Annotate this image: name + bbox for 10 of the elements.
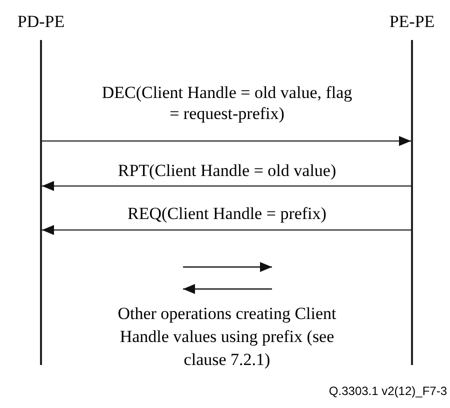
message-label: REQ(Client Handle = prefix)	[126, 203, 328, 224]
note-text: Other operations creating Client Handle values using prefix (see clause 7.2.1)	[116, 303, 338, 371]
message-label: DEC(Client Handle = old value, flag = request-prefix)	[100, 82, 354, 124]
message-arrow	[42, 136, 411, 146]
message-arrow	[42, 225, 411, 235]
participant-name: PD-PE	[17, 12, 65, 32]
message-label: RPT(Client Handle = old value)	[116, 160, 338, 181]
participant-name: PE-PE	[389, 12, 435, 32]
message-arrow	[42, 181, 411, 191]
figure-id: Q.3303.1 v2(12)_F7-3	[328, 383, 447, 400]
